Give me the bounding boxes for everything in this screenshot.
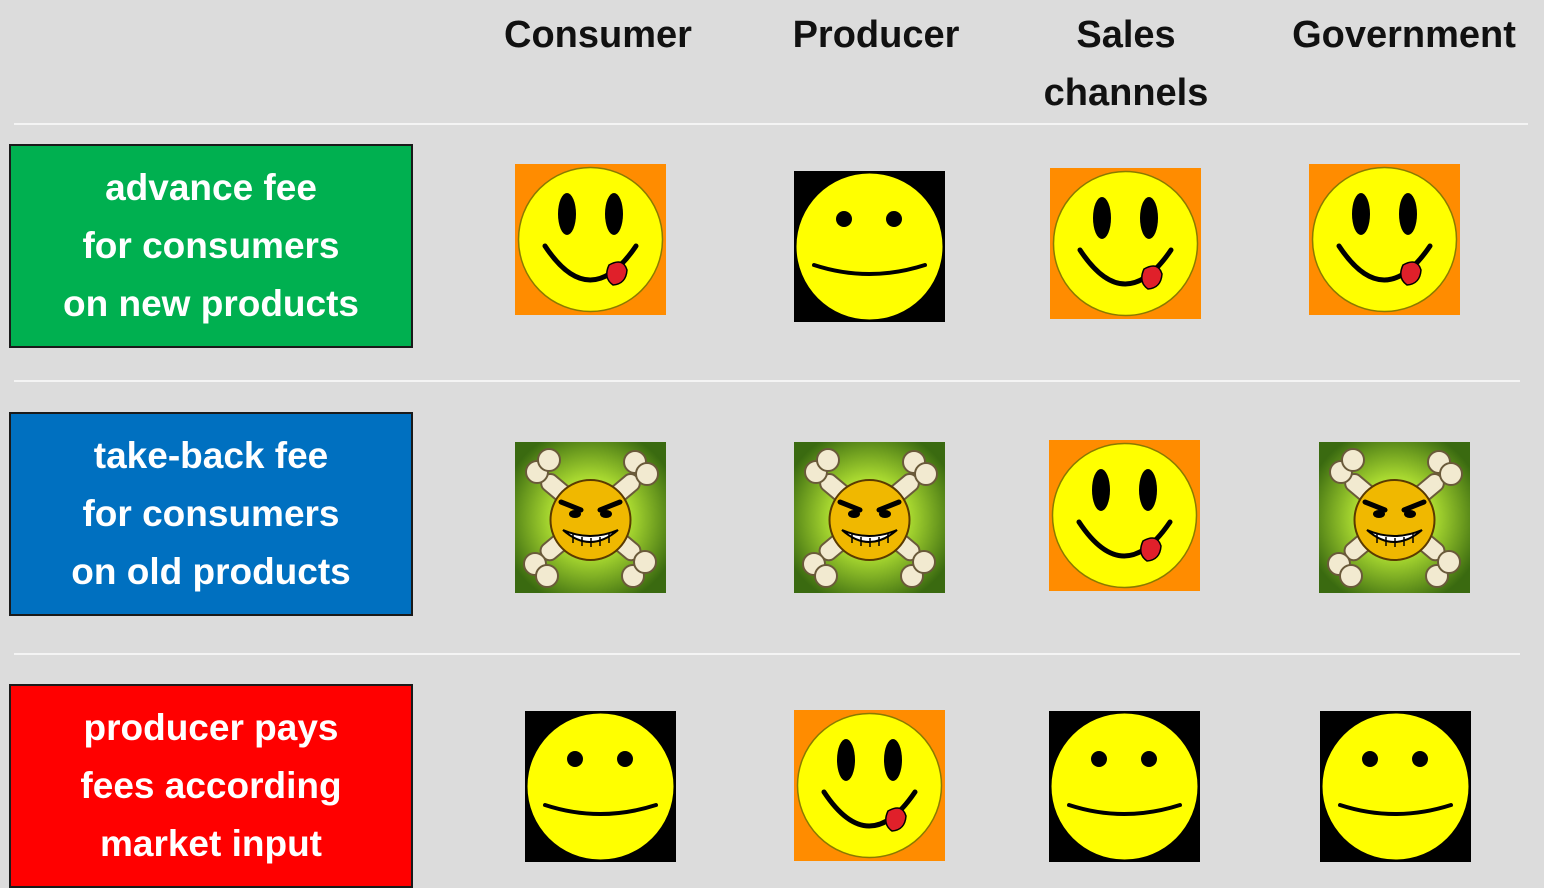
row-label-text: advance fee for consumers on new product… — [63, 167, 359, 324]
column-header-sales-channels: Sales channels — [996, 6, 1256, 122]
happy-tongue-smiley-icon — [1309, 164, 1460, 315]
happy-tongue-smiley-icon — [1050, 168, 1201, 319]
header-divider — [14, 123, 1528, 125]
column-header-label: Producer — [792, 14, 960, 56]
row-label-producer-pays: producer pays fees according market inpu… — [9, 684, 413, 888]
row-label-text: take-back fee for consumers on old produ… — [71, 435, 351, 592]
row-divider — [14, 380, 1520, 382]
neutral-smiley-icon — [1320, 711, 1471, 862]
column-header-label: Sales channels — [1043, 14, 1209, 114]
row-label-take-back-fee: take-back fee for consumers on old produ… — [9, 412, 413, 616]
happy-tongue-smiley-icon — [794, 710, 945, 861]
neutral-smiley-icon — [794, 171, 945, 322]
column-header-producer: Producer — [746, 6, 1006, 64]
evil-crossbones-smiley-icon — [794, 442, 945, 593]
row-label-text: producer pays fees according market inpu… — [80, 707, 342, 864]
column-header-consumer: Consumer — [468, 6, 728, 64]
neutral-smiley-icon — [525, 711, 676, 862]
row-label-advance-fee: advance fee for consumers on new product… — [9, 144, 413, 348]
column-header-government: Government — [1272, 6, 1536, 64]
happy-tongue-smiley-icon — [1049, 440, 1200, 591]
row-divider — [14, 653, 1520, 655]
column-header-label: Consumer — [504, 14, 692, 56]
neutral-smiley-icon — [1049, 711, 1200, 862]
evil-crossbones-smiley-icon — [1319, 442, 1470, 593]
evil-crossbones-smiley-icon — [515, 442, 666, 593]
column-header-label: Government — [1292, 14, 1516, 56]
happy-tongue-smiley-icon — [515, 164, 666, 315]
